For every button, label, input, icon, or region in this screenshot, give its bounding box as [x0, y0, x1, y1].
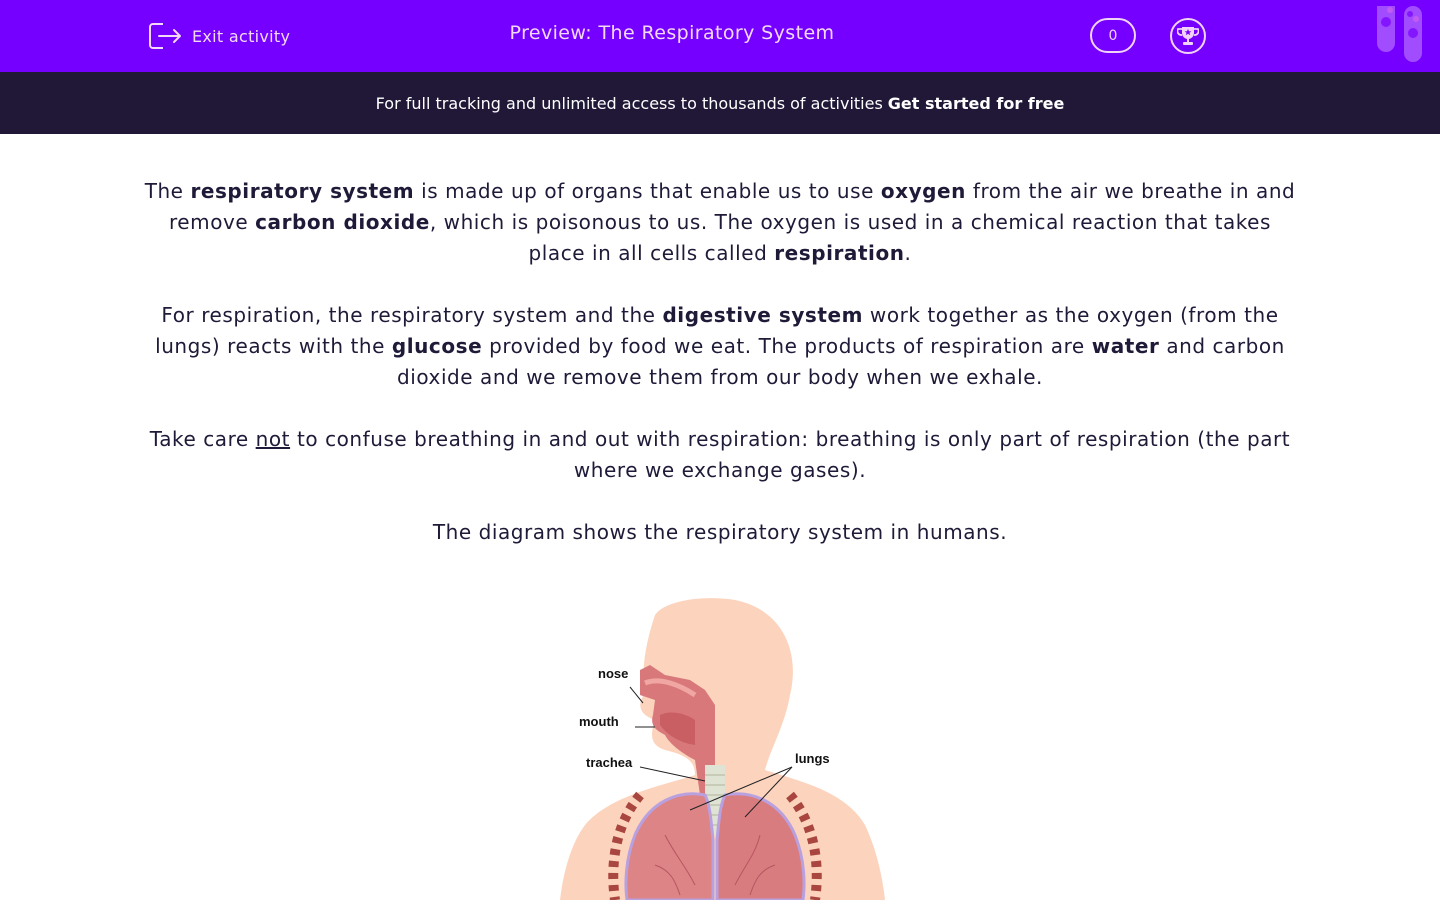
- diagram-caption: The diagram shows the respiratory system…: [432, 520, 1008, 544]
- get-started-link[interactable]: Get started for free: [887, 93, 1065, 113]
- intro-paragraph: The respiratory system is made up of org…: [144, 179, 1296, 265]
- label-mouth: mouth: [579, 714, 619, 729]
- label-nose: nose: [598, 666, 629, 681]
- human-torso-illustration: [560, 598, 885, 902]
- exit-activity-label: Exit activity: [192, 26, 291, 46]
- respiratory-system-diagram: nose mouth trachea lungs: [555, 595, 895, 902]
- score-counter: 0: [1090, 18, 1136, 53]
- signup-banner: For full tracking and unlimited access t…: [0, 72, 1440, 134]
- exit-activity-button[interactable]: Exit activity: [149, 20, 290, 52]
- lesson-content: The respiratory system is made up of org…: [140, 176, 1300, 579]
- page-title: Preview: The Respiratory System: [509, 22, 835, 44]
- trophy-button[interactable]: [1170, 18, 1206, 54]
- label-trachea: trachea: [586, 755, 633, 770]
- top-bar: Exit activity Preview: The Respiratory S…: [0, 0, 1440, 72]
- exit-door-arrow-icon: [149, 23, 181, 49]
- respiration-paragraph: For respiration, the respiratory system …: [155, 303, 1285, 389]
- caution-paragraph: Take care not to confuse breathing in an…: [149, 427, 1291, 482]
- label-lungs: lungs: [795, 751, 830, 766]
- trophy-icon: [1177, 27, 1199, 45]
- test-tubes-logo-icon: [1377, 6, 1422, 62]
- banner-text: For full tracking and unlimited access t…: [375, 93, 883, 113]
